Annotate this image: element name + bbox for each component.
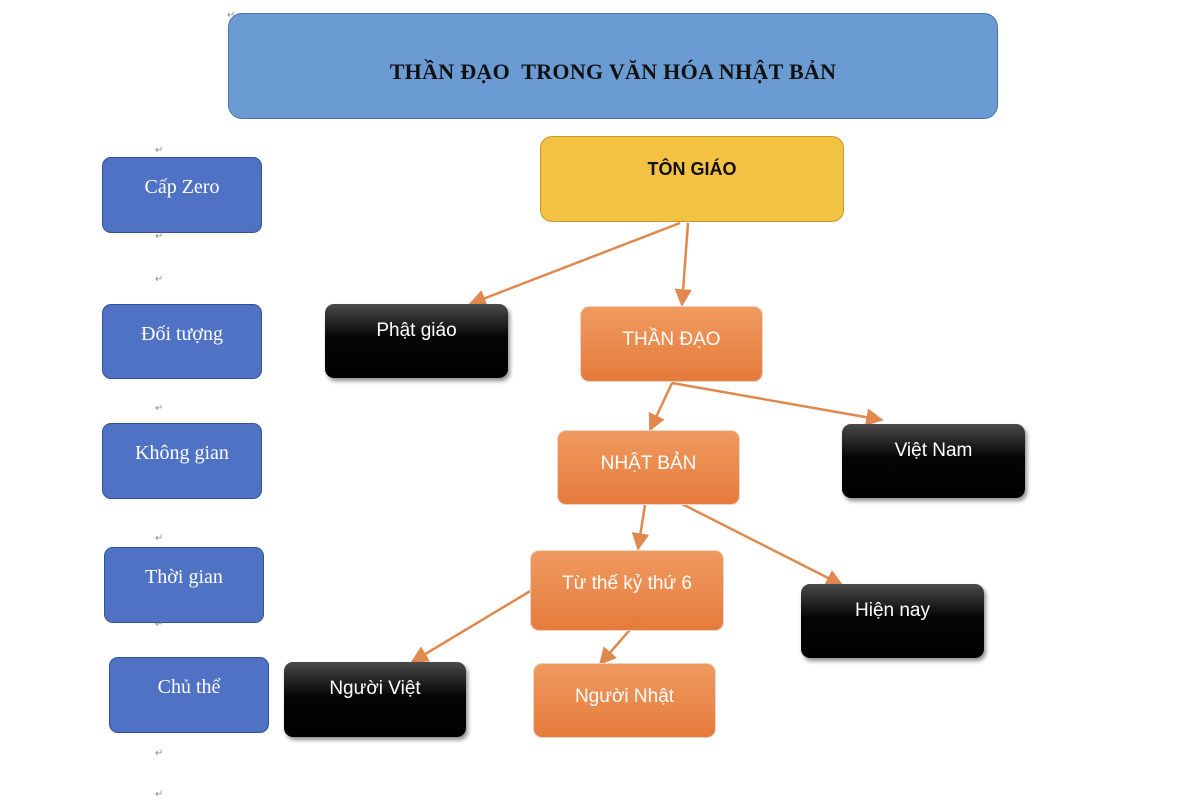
node-hien-nay: Hiện nay — [801, 584, 984, 658]
node-label-tu-the-ky-thu-6: Từ thế kỷ thứ 6 — [562, 573, 692, 594]
arrow-tutheky-to-nguoiviet — [410, 588, 533, 664]
category-label-thoi-gian: Thời gian — [145, 566, 223, 588]
category-box-chu-the: Chủ thể — [109, 657, 269, 733]
diagram-title: THẦN ĐẠO TRONG VĂN HÓA NHẬT BẢN — [389, 59, 837, 84]
node-label-nguoi-nhat: Người Nhật — [574, 686, 675, 707]
category-label-cap-zero: Cấp Zero — [144, 176, 220, 198]
node-label-viet-nam: Việt Nam — [894, 440, 973, 461]
arrow-thandao-to-nhatban — [648, 382, 674, 432]
category-label-doi-tuong: Đối tượng — [141, 323, 223, 345]
node-label-hien-nay: Hiện nay — [855, 600, 930, 621]
paragraph-mark: ↵ — [155, 748, 164, 759]
category-label-khong-gian: Không gian — [135, 442, 229, 464]
paragraph-mark: ↵ — [155, 231, 164, 242]
node-than-dao: THẦN ĐẠO — [580, 306, 763, 382]
paragraph-mark: ↵ — [155, 533, 164, 544]
arrow-thandao-to-vietnam — [671, 381, 884, 426]
node-label-phat-giao: Phật giáo — [376, 320, 457, 341]
category-box-cap-zero: Cấp Zero — [102, 157, 262, 233]
category-label-chu-the: Chủ thể — [157, 676, 221, 698]
category-box-doi-tuong: Đối tượng — [102, 304, 262, 379]
paragraph-mark: ↵ — [227, 10, 236, 21]
arrow-nhatban-to-tutheky — [631, 504, 650, 551]
node-tu-the-ky-thu-6: Từ thế kỷ thứ 6 — [530, 550, 724, 631]
paragraph-mark: ↵ — [155, 145, 164, 156]
node-nhat-ban: NHẬT BẢN — [557, 430, 740, 505]
node-viet-nam: Việt Nam — [842, 424, 1025, 498]
arrow-nhatban-to-hiennay — [679, 501, 844, 587]
node-nguoi-viet: Người Việt — [284, 662, 466, 737]
node-label-than-dao: THẦN ĐẠO — [622, 329, 721, 350]
title-banner: THẦN ĐẠO TRONG VĂN HÓA NHẬT BẢN — [228, 13, 998, 119]
arrow-tongiao-to-phatgiao — [468, 221, 681, 307]
category-box-khong-gian: Không gian — [102, 423, 262, 499]
category-box-thoi-gian: Thời gian — [104, 547, 264, 623]
paragraph-mark: ↵ — [155, 789, 164, 800]
paragraph-mark: ↵ — [155, 274, 164, 285]
paragraph-mark: ↵ — [155, 403, 164, 414]
node-label-ton-giao: TÔN GIÁO — [647, 159, 737, 179]
node-label-nhat-ban: NHẬT BẢN — [600, 453, 697, 474]
arrow-tongiao-to-thandao — [674, 222, 692, 307]
paragraph-mark: ↵ — [155, 619, 164, 630]
node-phat-giao: Phật giáo — [325, 304, 508, 378]
node-nguoi-nhat: Người Nhật — [533, 663, 716, 738]
node-label-nguoi-viet: Người Việt — [329, 678, 421, 699]
node-ton-giao: TÔN GIÁO — [540, 136, 844, 222]
